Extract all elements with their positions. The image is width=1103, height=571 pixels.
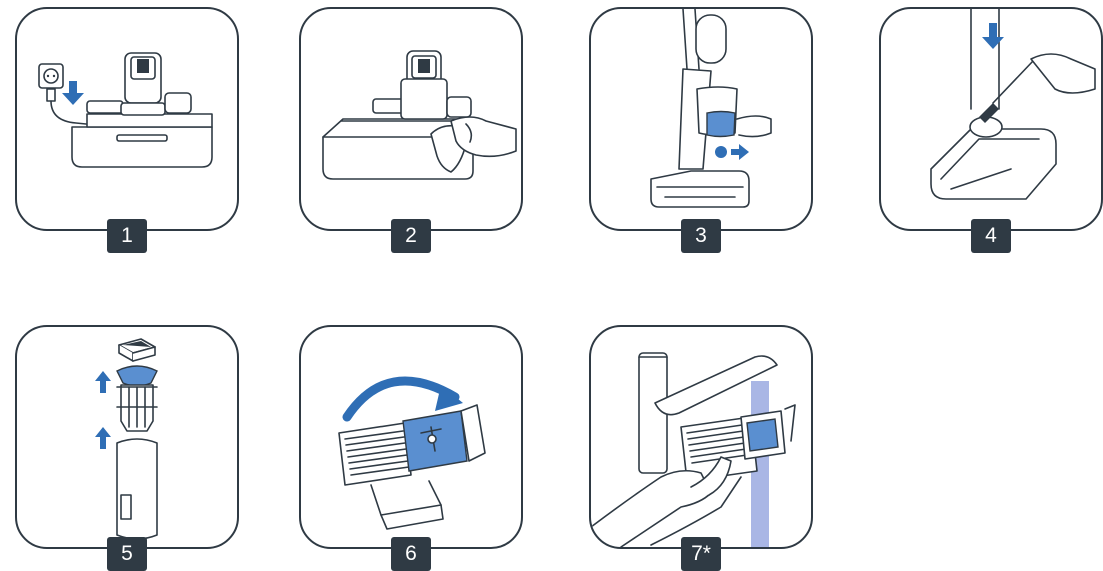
step-5: 5 [15,325,239,549]
step-7-badge: 7* [681,537,721,571]
step-1-badge: 1 [107,219,147,253]
step-3-badge: 3 [681,219,721,253]
tank-remove-icon [591,9,811,229]
step-2-badge: 2 [391,219,431,253]
step-3-panel [589,7,813,231]
step-6-panel [299,325,523,549]
filter-disassemble-icon [17,327,237,547]
step-4: 4 [879,7,1103,231]
step-5-badge: 5 [107,537,147,571]
tray-wipe-icon [301,9,521,229]
brush-clean-icon [881,9,1101,229]
step-1: 1 [15,7,239,231]
step-2: 2 [299,7,523,231]
step-4-badge: 4 [971,219,1011,253]
step-3: 3 [589,7,813,231]
step-7-panel [589,325,813,549]
step-1-panel [15,7,239,231]
filter-rinse-icon [591,327,811,547]
step-7: 7* [589,325,813,549]
filter-rotate-icon [301,327,521,547]
step-6-badge: 6 [391,537,431,571]
step-4-panel [879,7,1103,231]
step-6: 6 [299,325,523,549]
step-2-panel [299,7,523,231]
step-5-panel [15,325,239,549]
dock-plug-icon [17,9,237,229]
